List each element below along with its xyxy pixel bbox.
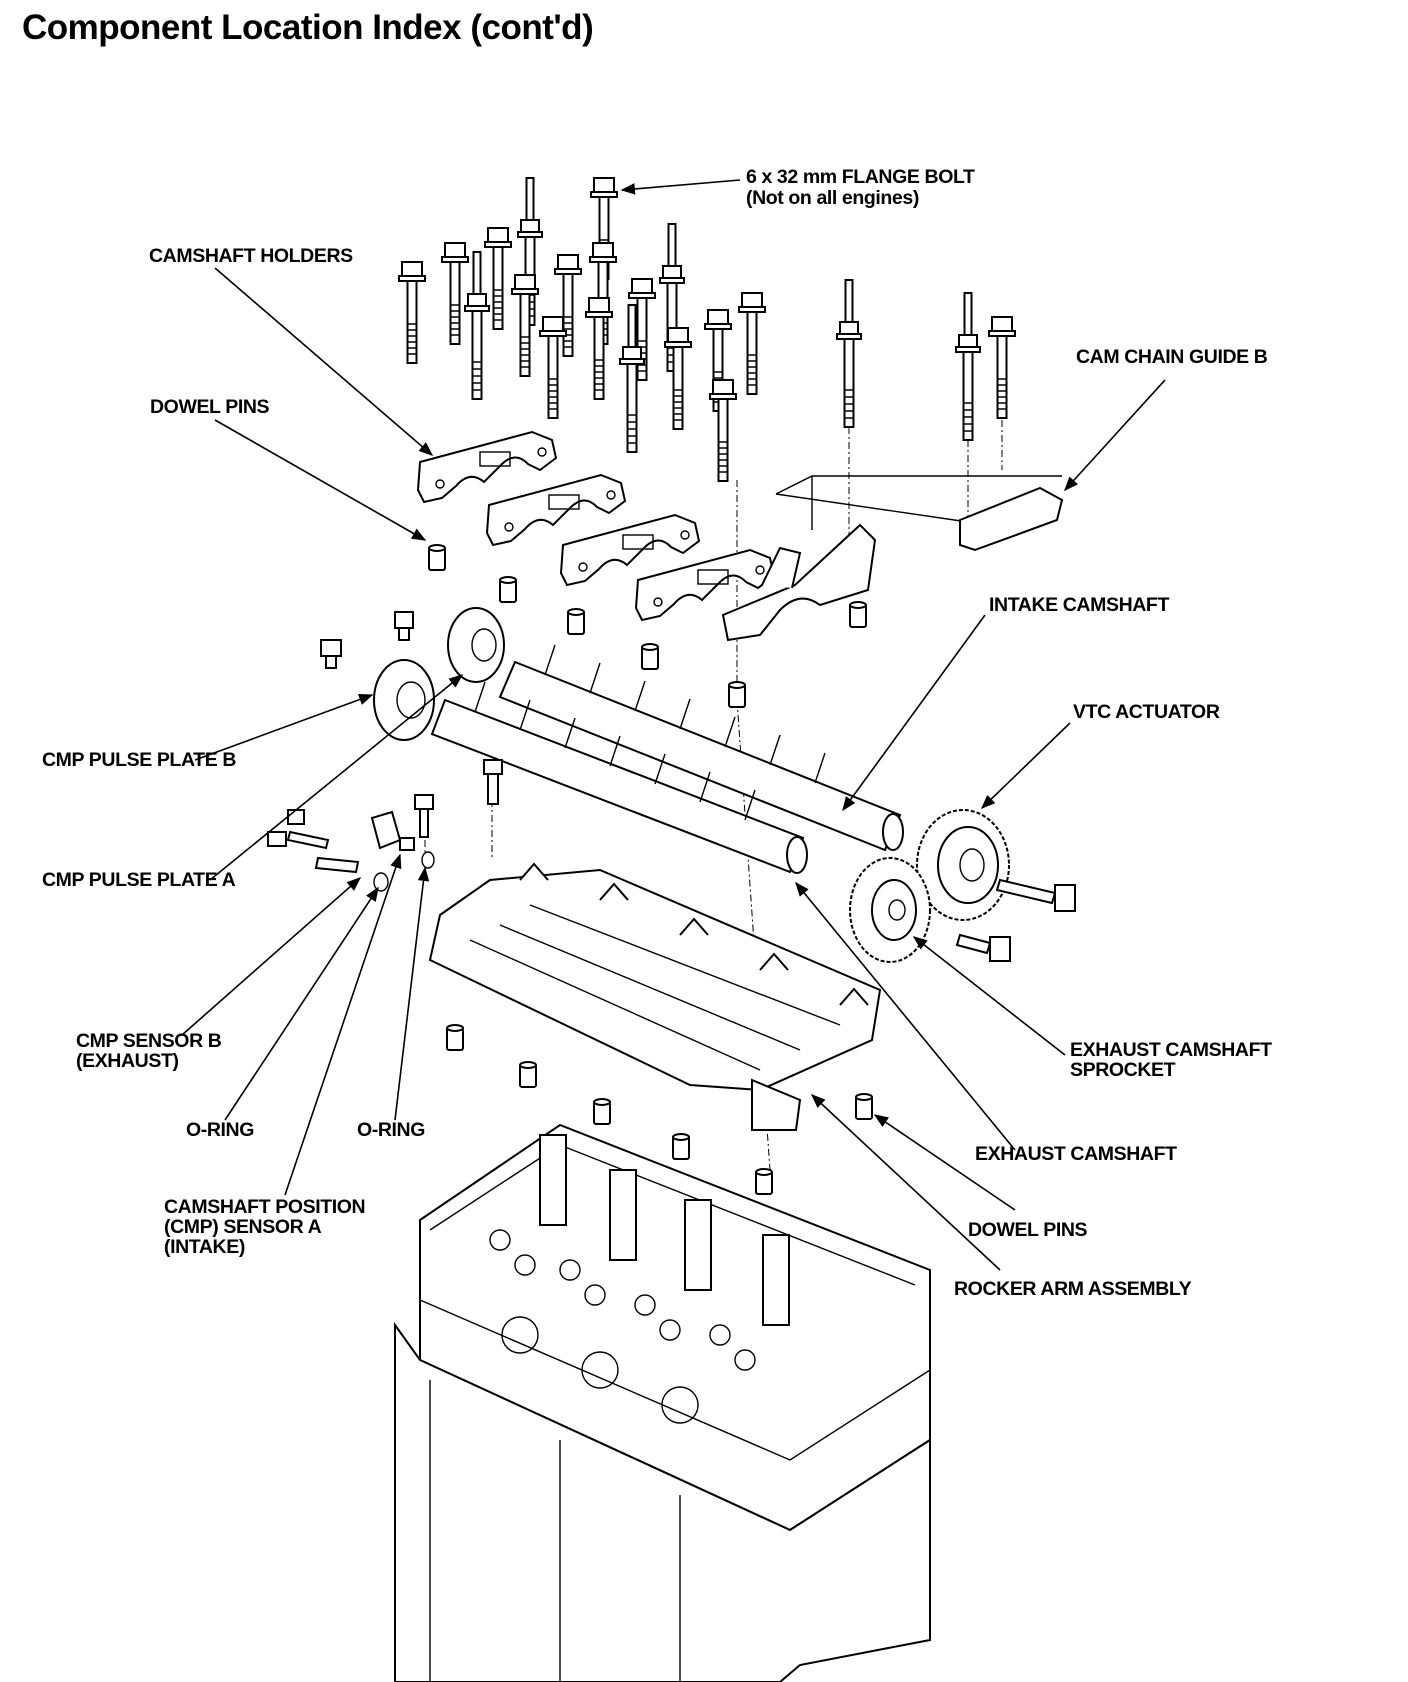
label-dowel-pins-upper: DOWEL PINS [150, 396, 270, 418]
exhaust-camshaft [430, 681, 808, 874]
intake-camshaft [498, 644, 904, 852]
page-title: Component Location Index (cont'd) [22, 8, 594, 47]
label-cam-chain-guide-b: CAM CHAIN GUIDE B [1076, 346, 1268, 368]
label-cmp-sensor-a-line3: (INTAKE) [164, 1236, 245, 1258]
label-o-ring-right: O-RING [357, 1119, 425, 1141]
label-cmp-sensor-b-exhaust: (EXHAUST) [76, 1050, 179, 1072]
sprocket-bolts [955, 878, 1076, 962]
leader-lines [181, 179, 1166, 1271]
callout-labels: 6 x 32 mm FLANGE BOLT (Not on all engine… [42, 166, 1272, 1300]
label-cmp-sensor-a-line2: (CMP) SENSOR A [164, 1216, 322, 1238]
vtc-actuator [916, 809, 1010, 921]
label-exhaust-sprocket-line1: EXHAUST CAMSHAFT [1070, 1039, 1272, 1061]
label-rocker-arm-assembly: ROCKER ARM ASSEMBLY [954, 1278, 1192, 1300]
rocker-arm-assembly [428, 862, 882, 1131]
camshaft-holders [417, 431, 877, 642]
cmp-pulse-plates [320, 607, 505, 741]
cam-chain-guide-b [959, 486, 1064, 552]
label-cmp-pulse-plate-b: CMP PULSE PLATE B [42, 749, 236, 771]
exhaust-camshaft-sprocket [849, 857, 931, 963]
label-vtc-actuator: VTC ACTUATOR [1073, 701, 1220, 723]
label-cmp-sensor-b: CMP SENSOR B [76, 1030, 222, 1052]
label-dowel-pins-lower: DOWEL PINS [968, 1219, 1088, 1241]
label-exhaust-sprocket-line2: SPROCKET [1070, 1059, 1176, 1081]
label-flange-bolt-note: (Not on all engines) [746, 187, 919, 209]
cylinder-head [419, 1123, 931, 1532]
label-camshaft-holders: CAMSHAFT HOLDERS [149, 245, 353, 267]
cmp-sensors [267, 794, 435, 892]
label-flange-bolt: 6 x 32 mm FLANGE BOLT [746, 166, 975, 188]
label-cmp-sensor-a-line1: CAMSHAFT POSITION [164, 1196, 365, 1218]
label-intake-camshaft: INTAKE CAMSHAFT [989, 594, 1169, 616]
label-cmp-pulse-plate-a: CMP PULSE PLATE A [42, 869, 236, 891]
rocker-bolt [483, 759, 503, 805]
label-o-ring-left: O-RING [186, 1119, 254, 1141]
holder-bolts [398, 177, 1016, 482]
engine-block [394, 1321, 931, 1682]
label-exhaust-camshaft: EXHAUST CAMSHAFT [975, 1143, 1177, 1165]
